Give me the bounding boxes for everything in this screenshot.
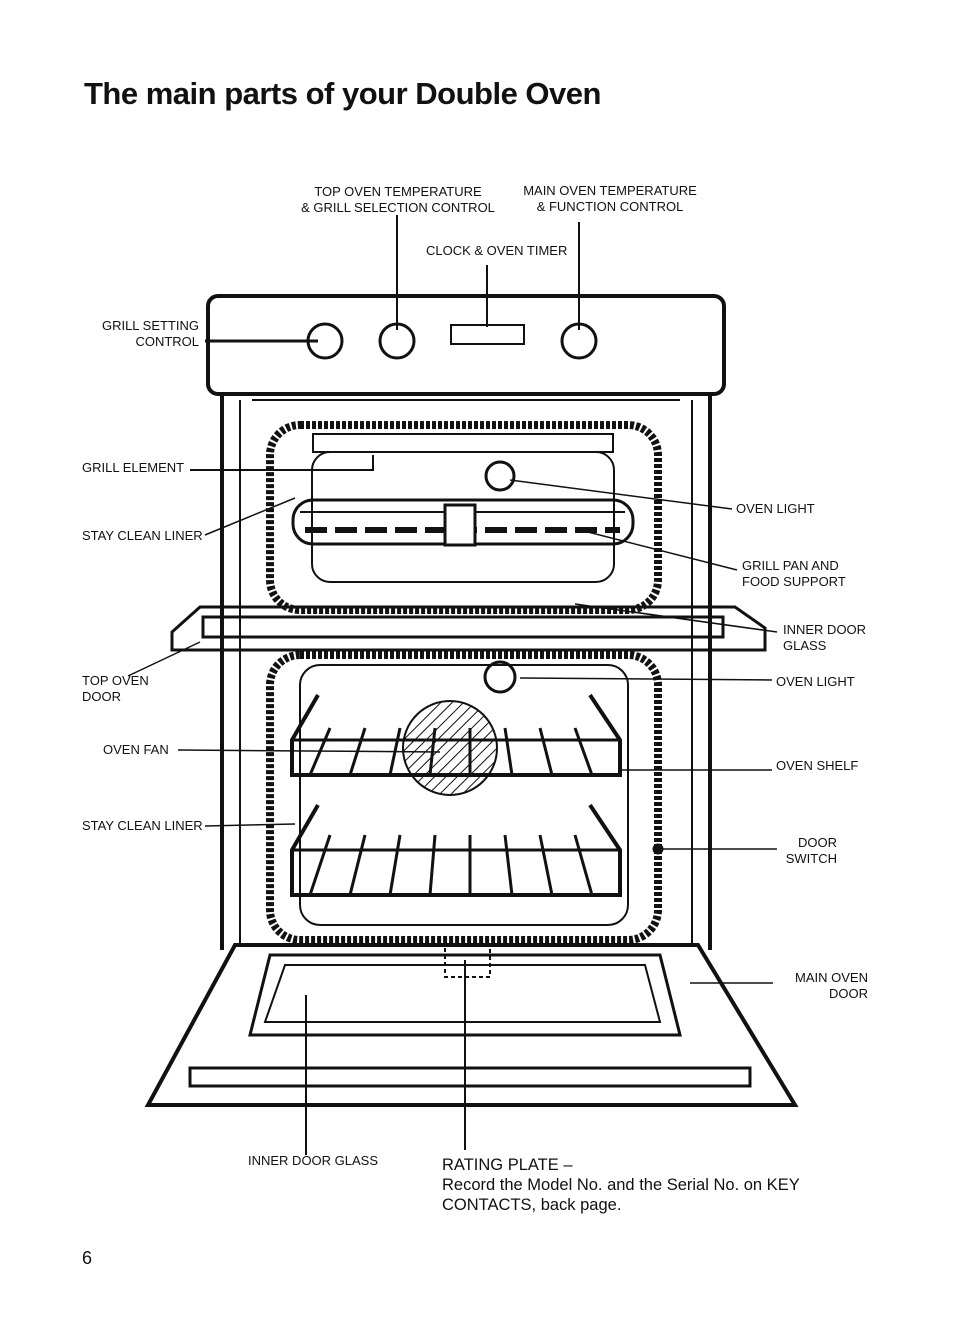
label-oven-fan: OVEN FAN — [103, 742, 169, 757]
label-stay-clean-liner-top: STAY CLEAN LINER — [82, 528, 203, 543]
label-grill-element: GRILL ELEMENT — [82, 460, 185, 475]
label-grill-setting-control: GRILL SETTING CONTROL — [80, 318, 199, 350]
label-main-oven-door: MAIN OVEN DOOR — [760, 970, 868, 1002]
label-line: GRILL PAN AND — [742, 558, 839, 573]
lower-oven-shelf — [290, 803, 622, 897]
label-top-oven-door: TOP OVEN DOOR — [82, 673, 149, 705]
label-line: & GRILL SELECTION CONTROL — [301, 200, 495, 215]
rating-plate-note: RATING PLATE – Record the Model No. and … — [442, 1155, 862, 1215]
page-number: 6 — [82, 1248, 93, 1268]
top-oven-cavity — [266, 421, 662, 614]
clock-timer-display — [450, 324, 525, 345]
label-line: INNER DOOR — [783, 622, 867, 637]
label-top-oven-temperature: TOP OVEN TEMPERATURE & GRILL SELECTION C… — [300, 184, 496, 216]
label-stay-clean-liner-main: STAY CLEAN LINER — [82, 818, 203, 833]
label-line: TOP OVEN TEMPERATURE — [314, 184, 482, 199]
label-line: SWITCH — [785, 851, 837, 866]
label-line: CONTROL — [135, 334, 199, 349]
oven-fan — [402, 700, 498, 796]
rating-plate-heading: RATING PLATE – — [442, 1156, 573, 1174]
rating-plate — [444, 944, 491, 978]
upper-oven-shelf — [290, 693, 622, 777]
label-oven-light-main: OVEN LIGHT — [776, 674, 855, 689]
main-oven-light — [483, 660, 517, 694]
label-line: GLASS — [783, 638, 827, 653]
label-line: DOOR — [798, 835, 837, 850]
main-oven-cavity — [266, 651, 662, 944]
door-switch — [652, 843, 664, 855]
label-door-switch: DOOR SWITCH — [760, 835, 837, 867]
top-oven-light — [484, 460, 516, 492]
control-panel — [206, 294, 726, 396]
label-line: GRILL SETTING — [101, 318, 199, 333]
inner-door-glass — [248, 953, 682, 1037]
main-oven-door — [144, 943, 799, 1107]
label-line: MAIN OVEN TEMPERATURE — [523, 183, 697, 198]
rating-plate-text: Record the Model No. and the Serial No. … — [442, 1176, 800, 1214]
label-line: TOP OVEN — [82, 673, 149, 688]
label-line: & FUNCTION CONTROL — [536, 199, 684, 214]
label-inner-door-glass-top: INNER DOOR GLASS — [783, 622, 866, 654]
top-oven-door — [170, 605, 767, 652]
label-clock-oven-timer: CLOCK & OVEN TIMER — [426, 243, 568, 258]
label-inner-door-glass-bottom: INNER DOOR GLASS — [248, 1153, 379, 1168]
leader-lines — [127, 215, 778, 1155]
label-line: MAIN OVEN — [795, 970, 868, 985]
label-oven-shelf: OVEN SHELF — [776, 758, 859, 773]
label-line: DOOR — [829, 986, 868, 1001]
label-line: DOOR — [82, 689, 121, 704]
page-title: The main parts of your Double Oven — [84, 76, 601, 111]
label-main-oven-temperature: MAIN OVEN TEMPERATURE & FUNCTION CONTROL — [515, 183, 705, 215]
label-line: FOOD SUPPORT — [742, 574, 846, 589]
label-oven-light-top: OVEN LIGHT — [736, 501, 815, 516]
label-grill-pan: GRILL PAN AND FOOD SUPPORT — [742, 558, 846, 590]
